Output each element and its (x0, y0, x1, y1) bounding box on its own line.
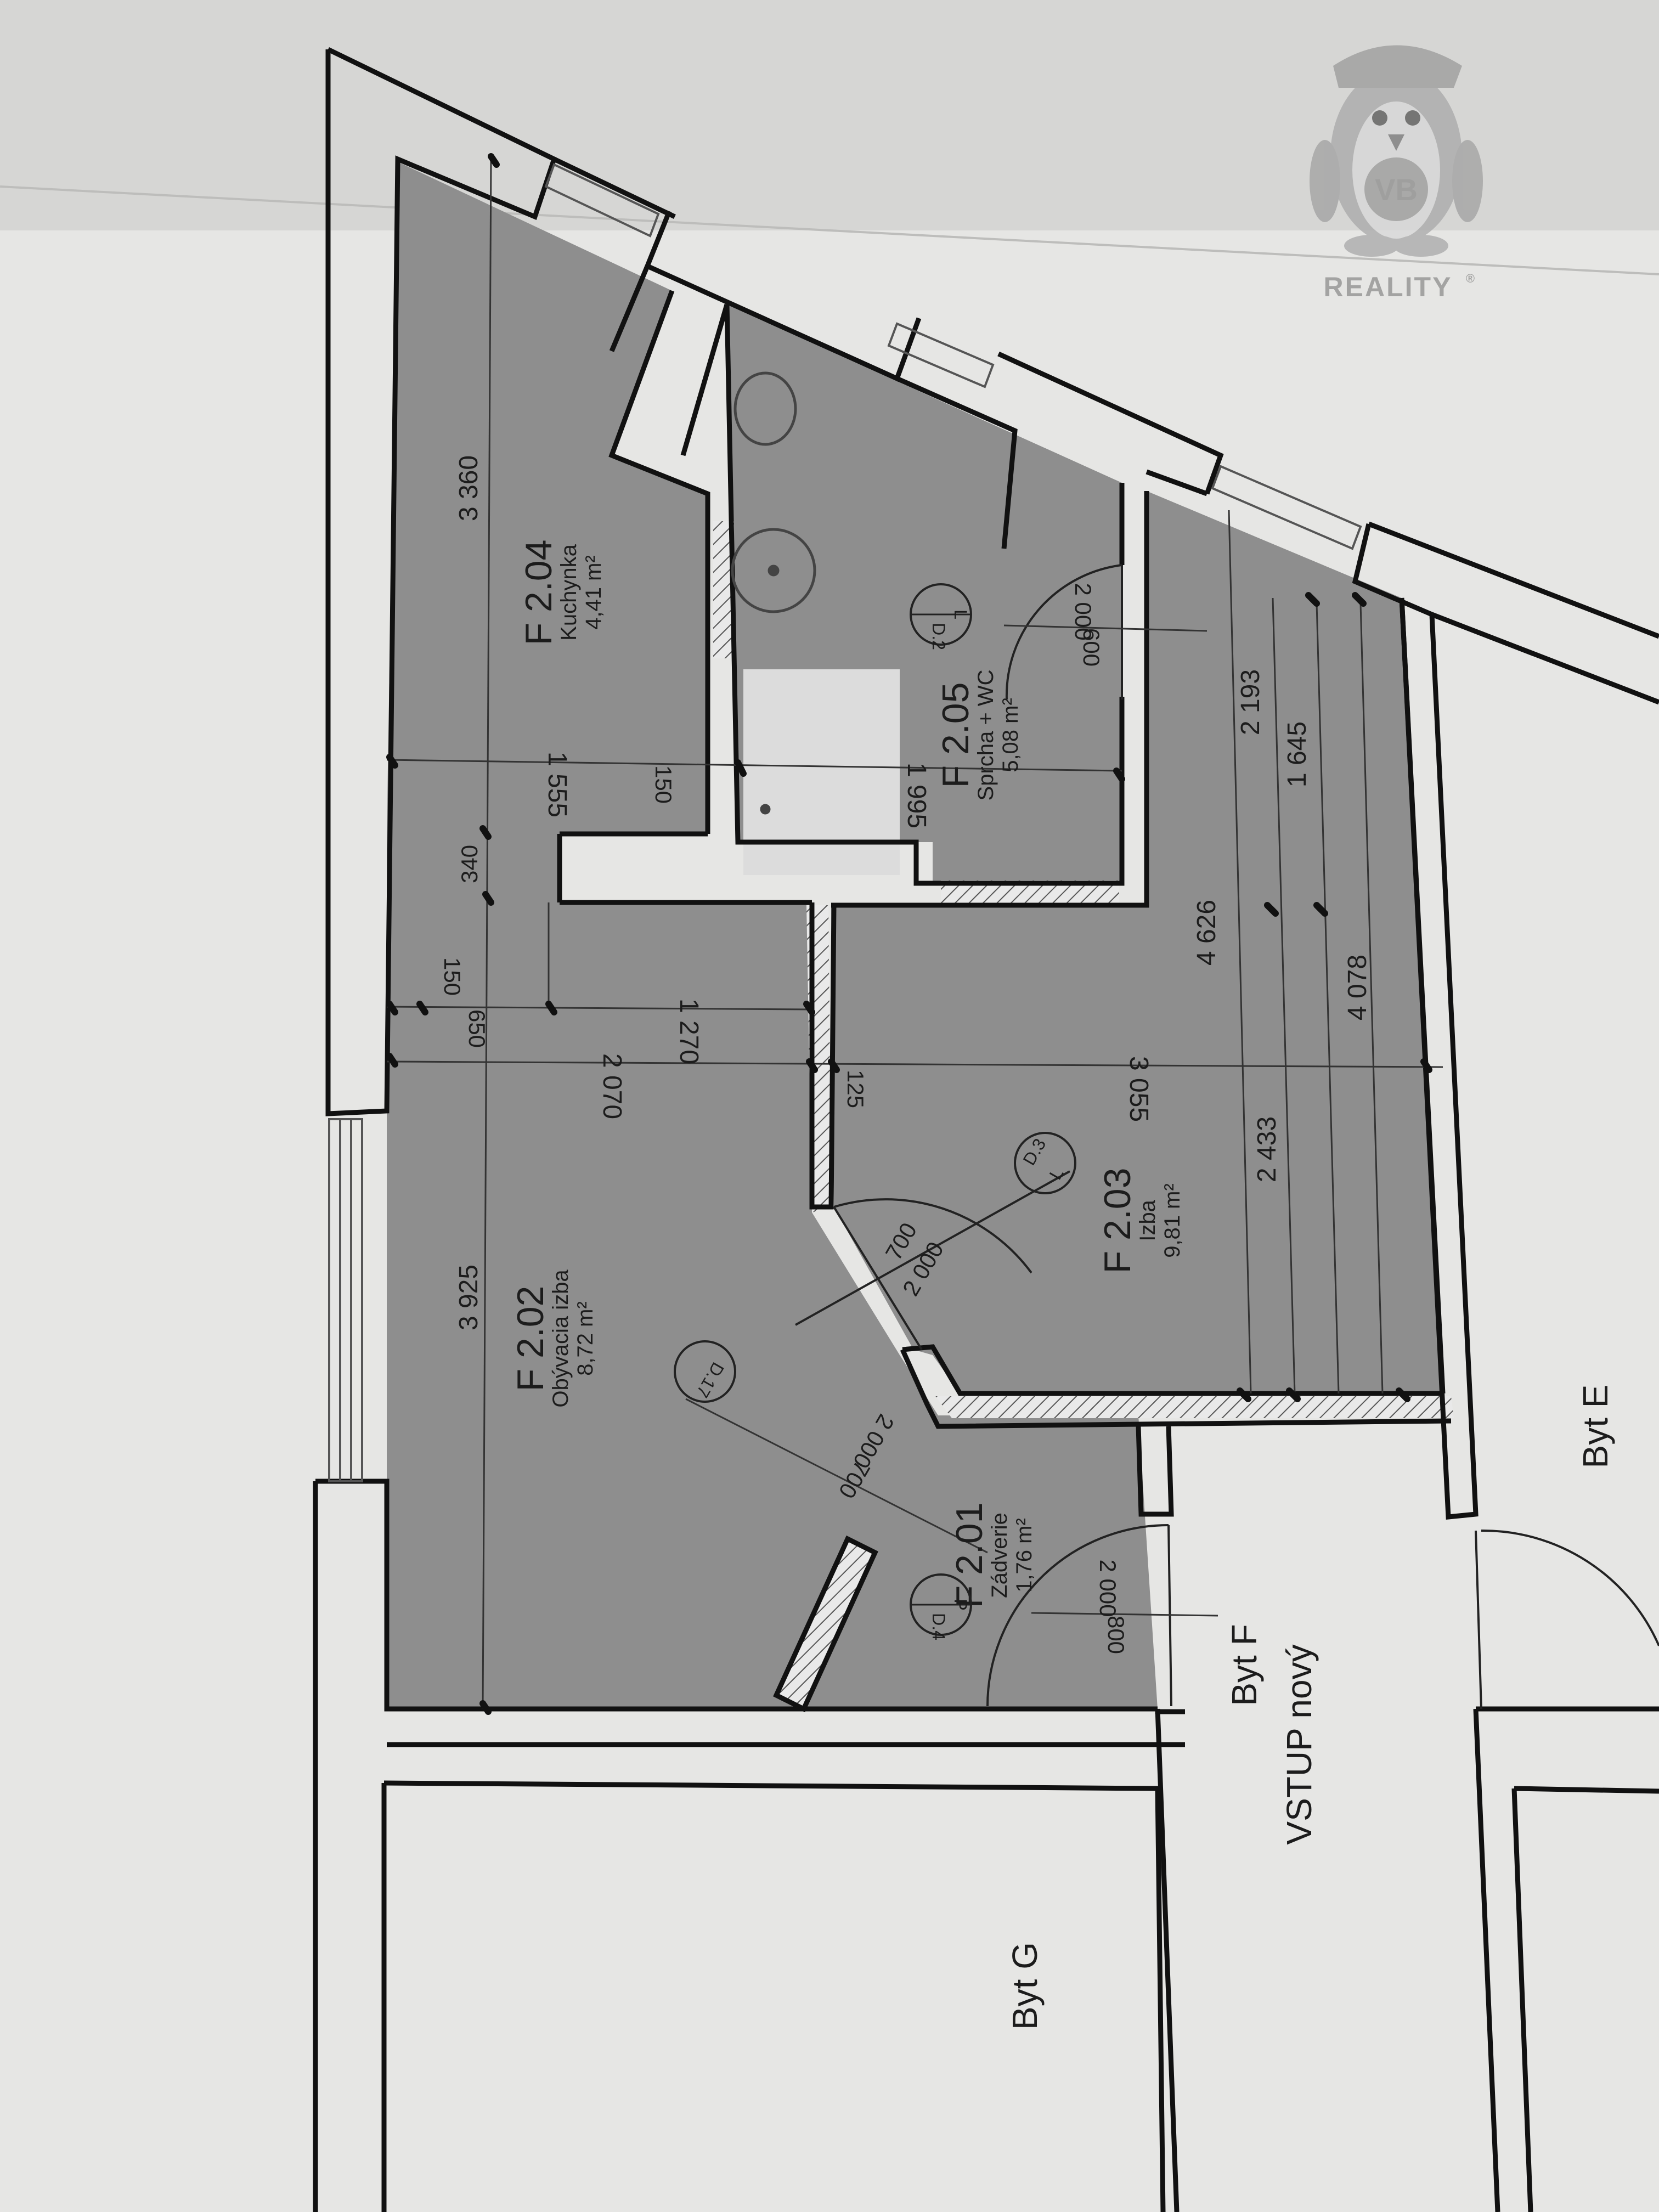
dim-living-length: 3 925 (454, 1265, 483, 1330)
door-width: 600 (1079, 628, 1104, 667)
walls (313, 47, 1659, 2212)
room-area: 8,72 m² (573, 1301, 597, 1376)
dim-room-4078: 4 078 (1343, 955, 1372, 1020)
dim-kitchen-length: 3 360 (454, 455, 483, 521)
logo-badge (1364, 157, 1428, 221)
room-code: F 2.03 (1097, 1168, 1138, 1274)
dim-left-650: 650 (464, 1009, 490, 1048)
room-code: F 2.02 (510, 1286, 551, 1392)
room-area: 9,81 m² (1160, 1183, 1184, 1258)
room-label-bathroom: F 2.05 Sprcha + WC 5,08 m² (935, 670, 1023, 801)
washbasin (731, 528, 816, 613)
dim-room-2433: 2 433 (1252, 1116, 1282, 1182)
room-area: 5,08 m² (998, 698, 1023, 772)
logo-mark: ® (1466, 272, 1475, 285)
entry-partition (773, 1535, 878, 1713)
door-height: 2 000 (1095, 1559, 1121, 1617)
logo-initials: VB (1375, 172, 1418, 207)
living-floor (387, 902, 1158, 1709)
dimension-texts: 3 360 3 925 340 4 626 2 193 1 645 4 078 … (454, 455, 1372, 1330)
kitchen-floor (387, 162, 708, 834)
room-name: Obývacia izba (549, 1269, 573, 1408)
logo-watermark: VB REALITY ® (1310, 45, 1483, 302)
dimension-ticks (386, 153, 1432, 1715)
door-height: 2 000 (1070, 583, 1096, 640)
dim-left-150: 150 (439, 957, 465, 996)
room-name: Sprcha + WC (974, 670, 998, 801)
room-area: 4,41 m² (582, 555, 606, 630)
logo-name: REALITY (1324, 272, 1453, 302)
dim-kitchen-width: 1 555 (543, 752, 572, 817)
door-tag-d2: D.2 L 2 000 600 (910, 583, 1104, 667)
dim-340: 340 (456, 845, 482, 883)
dim-room-width: 3 055 (1124, 1056, 1153, 1122)
dim-mid-1270: 1 270 (674, 998, 703, 1064)
apartment-e-label: Byt E (1576, 1385, 1615, 1469)
corridor-floor (387, 834, 560, 902)
door-side: L (951, 610, 970, 619)
room-label-living: F 2.02 Obývacia izba 8,72 m² (510, 1269, 597, 1408)
paper-fold (0, 185, 1659, 275)
apartment-f-label: Byt F (1224, 1624, 1264, 1706)
room-code: F 2.05 (935, 682, 977, 788)
entrance-label: VSTUP nový (1279, 1644, 1319, 1844)
hatched-wall-room-bottom (935, 1396, 1454, 1418)
dim-wall-125: 125 (843, 1070, 868, 1108)
dim-room-1645: 1 645 (1283, 721, 1312, 787)
dim-living-width: 2 070 (597, 1053, 627, 1119)
dim-room-2193: 2 193 (1236, 669, 1265, 735)
room-area: 1,76 m² (1012, 1518, 1036, 1593)
dimension-texts-flipped: 1 555 150 1 995 150 650 1 270 2 070 125 … (439, 752, 1153, 1122)
room-label-bedroom: F 2.03 Izba 9,81 m² (1097, 1168, 1184, 1274)
room-label-entry: F 2.01 Zádverie 1,76 m² (949, 1503, 1036, 1609)
room-name: Kuchynka (557, 544, 581, 640)
bathroom-fixtures (731, 371, 816, 815)
door-side: P (951, 1599, 970, 1610)
room-name: Izba (1136, 1199, 1160, 1241)
dim-bath-width: 1 995 (902, 763, 931, 828)
door-width: 800 (1103, 1616, 1129, 1654)
north-windows (544, 163, 1362, 550)
toilet (733, 371, 797, 446)
door-swings (795, 564, 1659, 1709)
door-tag-d4: D.4 P 2 000 800 (910, 1559, 1129, 1654)
west-window (328, 1118, 363, 1482)
room-code: F 2.01 (949, 1503, 990, 1609)
room-label-kitchen: F 2.04 Kuchynka 4,41 m² (518, 540, 606, 646)
dim-room-4626: 4 626 (1192, 900, 1221, 966)
room-floor (831, 491, 1443, 1393)
dim-kitchen-wall: 150 (651, 765, 676, 804)
door-tag: D.2 (929, 623, 949, 650)
room-code: F 2.04 (518, 540, 560, 646)
room-name: Zádverie (988, 1513, 1012, 1598)
door-tag: D.4 (929, 1613, 949, 1640)
dimension-lines (386, 159, 1443, 1709)
apartment-g-label: Byt G (1005, 1942, 1045, 2030)
